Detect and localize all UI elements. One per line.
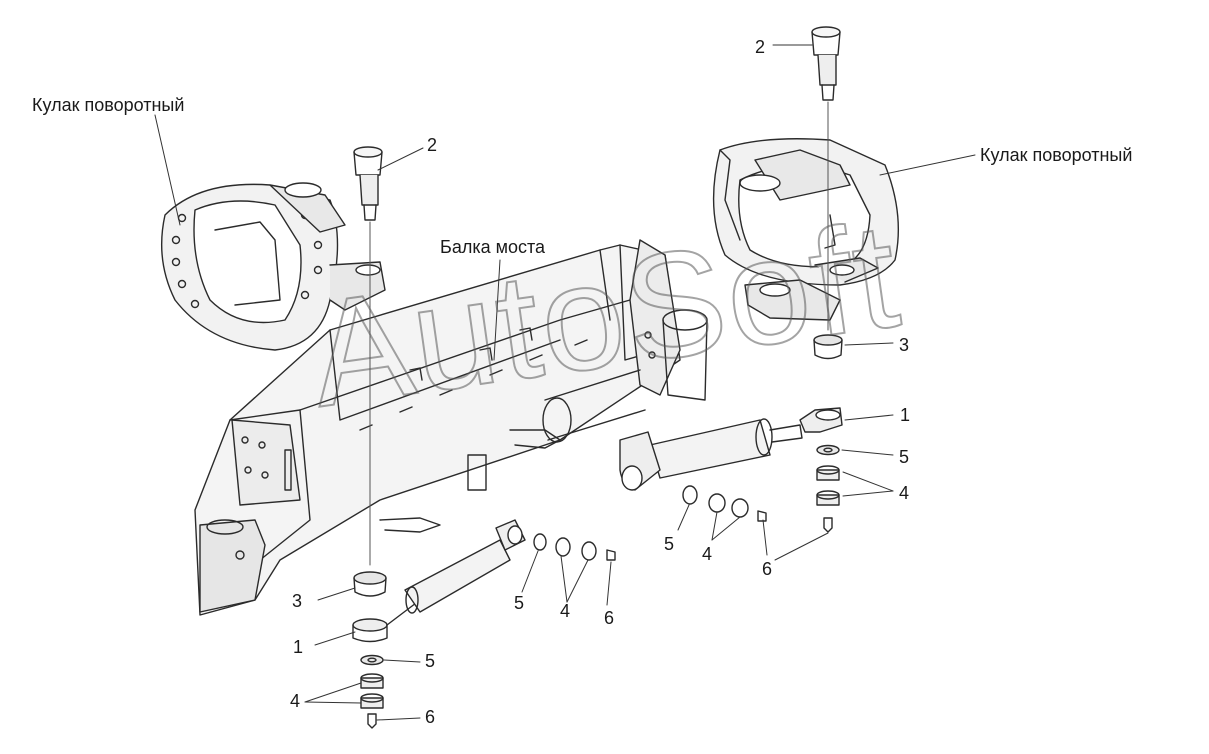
leader-lines <box>154 44 976 721</box>
callout-grease-right: 6 <box>762 559 773 579</box>
steering-cylinder-right <box>509 407 843 522</box>
callout-washer-left-rod: 5 <box>514 593 525 613</box>
callout-nuts-left: 4 <box>290 691 301 711</box>
fastener-stack-right <box>816 444 840 533</box>
label-knuckle-left: Кулак поворотный <box>32 95 185 115</box>
assembly-axis-lines <box>369 101 829 566</box>
callout-bushing-right: 3 <box>899 335 910 355</box>
callout-nuts-left-rod: 4 <box>560 601 571 621</box>
callout-cylinder-eye-left: 1 <box>293 637 304 657</box>
callout-cylinder-eye-right: 1 <box>900 405 911 425</box>
callout-bushing-left: 3 <box>292 591 303 611</box>
label-axle-beam: Балка моста <box>440 237 546 257</box>
steering-cylinder-left <box>352 517 616 643</box>
callout-grease-left: 6 <box>425 707 436 727</box>
fastener-stack-left <box>360 654 384 729</box>
callout-pin-left: 2 <box>427 135 438 155</box>
callout-nuts-right: 4 <box>899 483 910 503</box>
axle-beam <box>194 239 708 616</box>
steering-knuckle-right <box>712 138 899 321</box>
bushing-right <box>813 334 843 360</box>
callout-nuts-right-rod: 4 <box>702 544 713 564</box>
steering-knuckle-left <box>161 182 386 351</box>
callout-grease-left-rod: 6 <box>604 608 615 628</box>
king-pin-right <box>811 26 841 101</box>
callout-washer-right: 5 <box>899 447 910 467</box>
callout-pin-right: 2 <box>755 37 766 57</box>
king-pin-left <box>353 146 383 221</box>
callout-washer-right-rod: 5 <box>664 534 675 554</box>
callout-washer-left: 5 <box>425 651 436 671</box>
bushing-left <box>353 571 387 597</box>
label-knuckle-right: Кулак поворотный <box>980 145 1133 165</box>
